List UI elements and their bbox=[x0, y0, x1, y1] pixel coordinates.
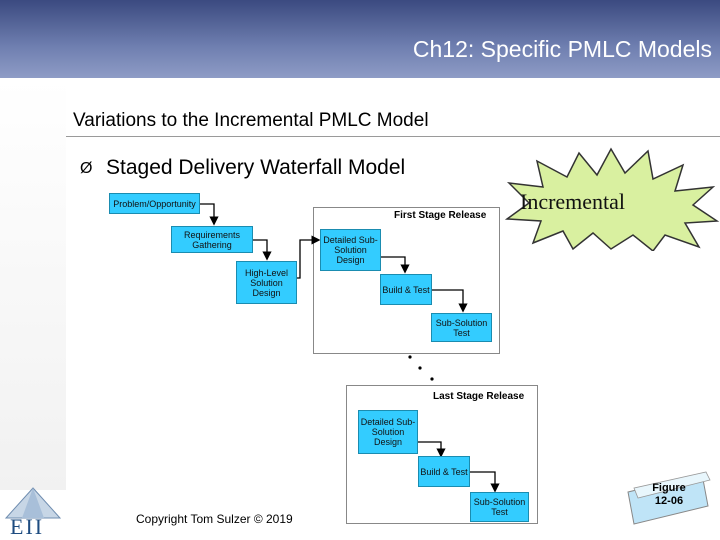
phase-problem-opportunity: Problem/Opportunity bbox=[109, 193, 200, 214]
slide-title: Ch12: Specific PMLC Models bbox=[412, 36, 712, 62]
incremental-burst-icon bbox=[504, 147, 720, 251]
copyright-text: Copyright Tom Sulzer © 2019 bbox=[136, 512, 293, 526]
last-stage-title: Last Stage Release bbox=[433, 391, 525, 402]
header-bar: Ch12: Specific PMLC Models bbox=[0, 0, 720, 78]
phase-requirements-gathering: Requirements Gathering bbox=[171, 226, 253, 253]
last-detailed-design: Detailed Sub-Solution Design bbox=[358, 410, 418, 454]
figure-label: Figure 12-06 bbox=[646, 482, 692, 508]
subtitle-divider bbox=[66, 136, 720, 137]
arrow-problem-to-requirements bbox=[200, 203, 219, 226]
last-sub-solution-test: Sub-Solution Test bbox=[470, 492, 529, 522]
first-build-test: Build & Test bbox=[380, 274, 432, 305]
figure-line1: Figure bbox=[652, 482, 686, 494]
first-detailed-design: Detailed Sub-Solution Design bbox=[320, 229, 381, 271]
left-strip bbox=[0, 78, 66, 490]
last-build-test: Build & Test bbox=[418, 456, 470, 487]
first-sub-solution-test: Sub-Solution Test bbox=[431, 313, 492, 342]
arrow-highlevel-to-detailed bbox=[297, 235, 321, 279]
arrow-last-build-to-subsolution bbox=[470, 471, 500, 493]
arrow-detailed-to-build bbox=[381, 256, 410, 274]
phase-high-level-design: High-Level Solution Design bbox=[236, 261, 297, 304]
incremental-badge-text: Incremental bbox=[520, 189, 626, 214]
slide-subtitle: Variations to the Incremental PMLC Model bbox=[73, 110, 429, 131]
arrow-requirements-to-highlevel bbox=[253, 239, 272, 261]
bullet-text: Staged Delivery Waterfall Model bbox=[106, 156, 406, 179]
figure-callout-icon bbox=[627, 471, 711, 525]
bullet-arrow-icon: Ø bbox=[80, 160, 93, 177]
arrow-last-detailed-to-build bbox=[418, 441, 446, 458]
logo-text: EII bbox=[10, 514, 45, 539]
logo-pyramid-icon bbox=[4, 487, 62, 519]
first-stage-title: First Stage Release bbox=[394, 210, 487, 221]
arrow-build-to-subsolution bbox=[432, 289, 468, 313]
figure-line2: 12-06 bbox=[654, 495, 684, 507]
